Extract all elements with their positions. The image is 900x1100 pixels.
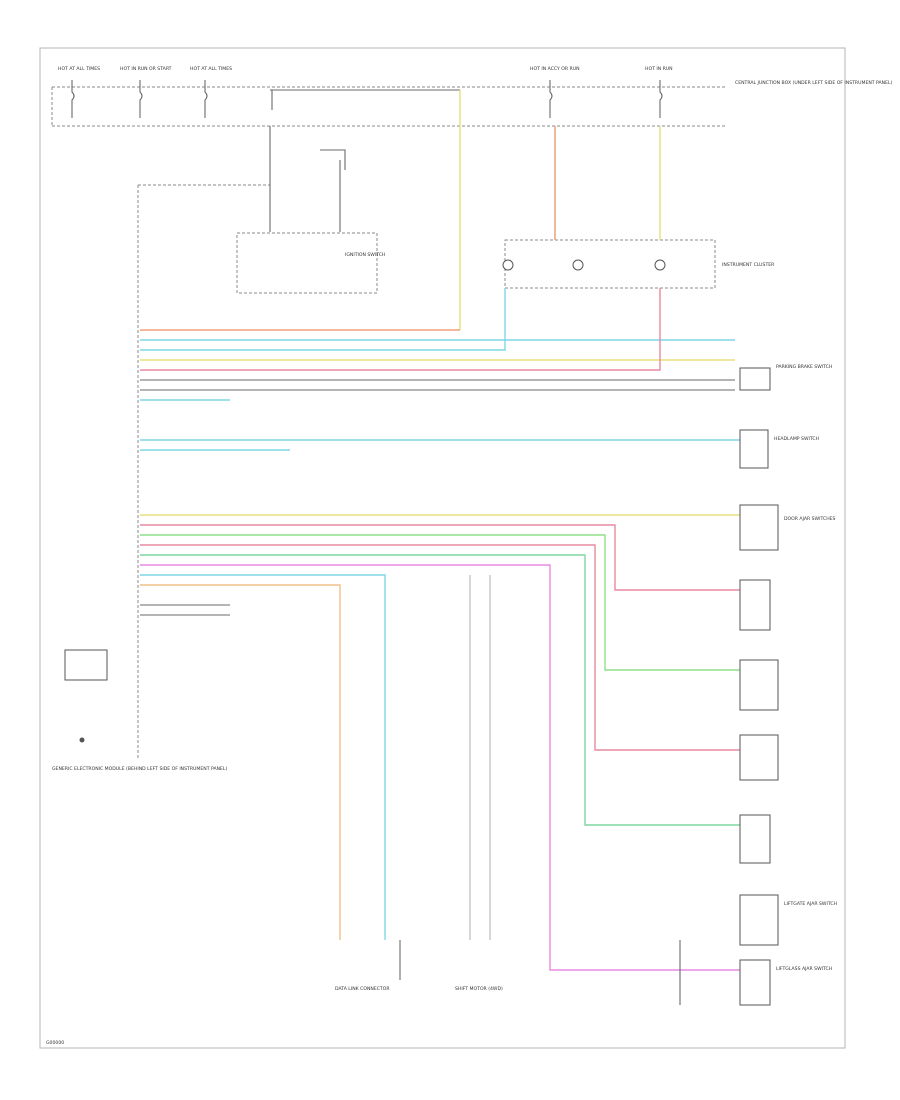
- fuse-1: HOT AT ALL TIMES: [58, 66, 100, 118]
- shift-motor-connector: SHIFT MOTOR (4WD): [455, 986, 503, 992]
- ignition-switch: IGNITION SWITCH: [236, 126, 385, 294]
- fuse-5-label: HOT IN RUN: [645, 66, 673, 72]
- data-link-connector: DATA LINK CONNECTOR: [335, 940, 401, 992]
- upper-wire-group: [140, 288, 740, 451]
- headlamp-switch: HEADLAMP SWITCH: [739, 429, 819, 469]
- liftglass-switch: LIFTGLASS AJAR SWITCH: [679, 940, 832, 1006]
- door-ajar-label: DOOR AJAR SWITCHES: [784, 516, 836, 522]
- door-wire-group: [140, 514, 740, 971]
- ignition-label: IGNITION SWITCH: [345, 252, 385, 258]
- instrument-cluster-label: INSTRUMENT CLUSTER: [722, 262, 775, 268]
- data-link-label: DATA LINK CONNECTOR: [335, 986, 390, 992]
- liftgate-label: LIFTGATE AJAR SWITCH: [784, 901, 837, 907]
- parking-brake-switch: PARKING BRAKE SWITCH: [739, 364, 832, 391]
- fuse-4: HOT IN ACCY OR RUN: [530, 66, 580, 118]
- liftgate-switch: LIFTGATE AJAR SWITCH: [739, 894, 837, 946]
- parking-brake-label: PARKING BRAKE SWITCH: [776, 364, 832, 370]
- liftglass-label: LIFTGLASS AJAR SWITCH: [776, 966, 832, 972]
- gem-module: GENERIC ELECTRONIC MODULE (BEHIND LEFT S…: [52, 184, 270, 772]
- fuse-5: HOT IN RUN: [645, 66, 673, 118]
- fuse-3-label: HOT AT ALL TIMES: [190, 66, 232, 72]
- fuse-2: HOT IN RUN OR START: [120, 66, 172, 118]
- instrument-cluster: INSTRUMENT CLUSTER: [502, 239, 775, 289]
- fuse-3: HOT AT ALL TIMES: [190, 66, 232, 118]
- fuse-panel: HOT AT ALL TIMES HOT IN RUN OR START HOT…: [51, 66, 893, 127]
- footer-code: G00000: [46, 1040, 64, 1046]
- fuse-1-label: HOT AT ALL TIMES: [58, 66, 100, 72]
- shift-motor-label: SHIFT MOTOR (4WD): [455, 986, 503, 992]
- fuse-2-label: HOT IN RUN OR START: [120, 66, 172, 72]
- fuse-4-label: HOT IN ACCY OR RUN: [530, 66, 580, 72]
- diagram-border: [39, 47, 846, 1049]
- gem-label: GENERIC ELECTRONIC MODULE (BEHIND LEFT S…: [52, 766, 227, 772]
- headlamp-label: HEADLAMP SWITCH: [774, 436, 819, 442]
- door-ajar-switches: DOOR AJAR SWITCHES: [739, 504, 836, 864]
- fuse-panel-label: CENTRAL JUNCTION BOX (UNDER LEFT SIDE OF…: [735, 80, 893, 86]
